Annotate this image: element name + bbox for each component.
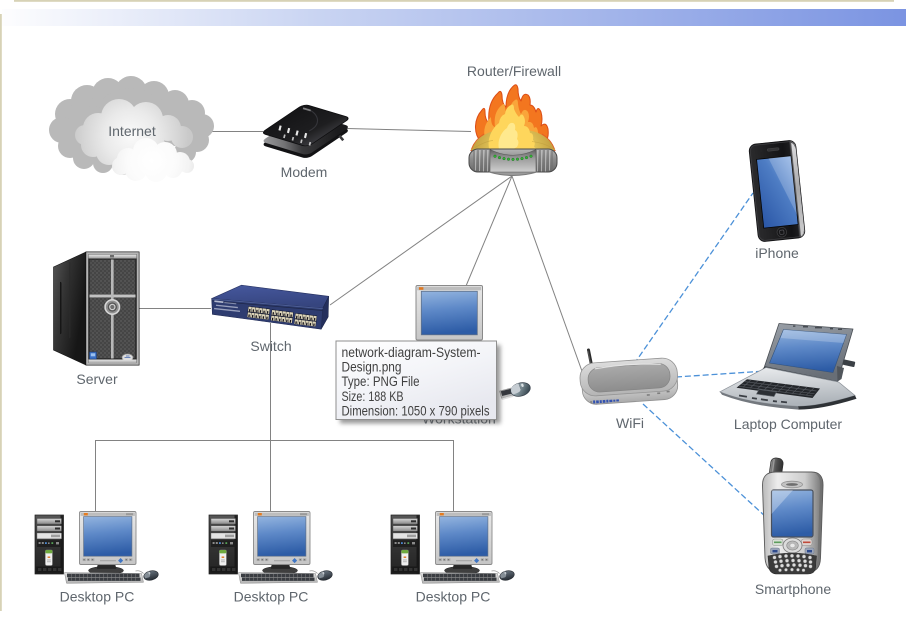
svg-text:Desktop PC: Desktop PC <box>60 589 135 605</box>
svg-text:Router/Firewall: Router/Firewall <box>467 63 561 79</box>
svg-text:WiFi: WiFi <box>616 415 644 431</box>
svg-text:Design.png: Design.png <box>342 360 402 375</box>
svg-text:Laptop Computer: Laptop Computer <box>734 416 843 432</box>
svg-text:Smartphone: Smartphone <box>755 581 831 597</box>
svg-text:Switch: Switch <box>250 338 291 354</box>
svg-text:Type: PNG File: Type: PNG File <box>342 374 420 389</box>
svg-text:Internet: Internet <box>108 123 156 139</box>
svg-text:Server: Server <box>76 371 118 387</box>
svg-text:iPhone: iPhone <box>755 245 799 261</box>
svg-text:Modem: Modem <box>281 164 328 180</box>
svg-text:Dimension: 1050 x 790 pixels: Dimension: 1050 x 790 pixels <box>342 403 490 418</box>
svg-text:network-diagram-System-: network-diagram-System- <box>342 345 481 360</box>
svg-text:Size: 188 KB: Size: 188 KB <box>342 389 404 404</box>
